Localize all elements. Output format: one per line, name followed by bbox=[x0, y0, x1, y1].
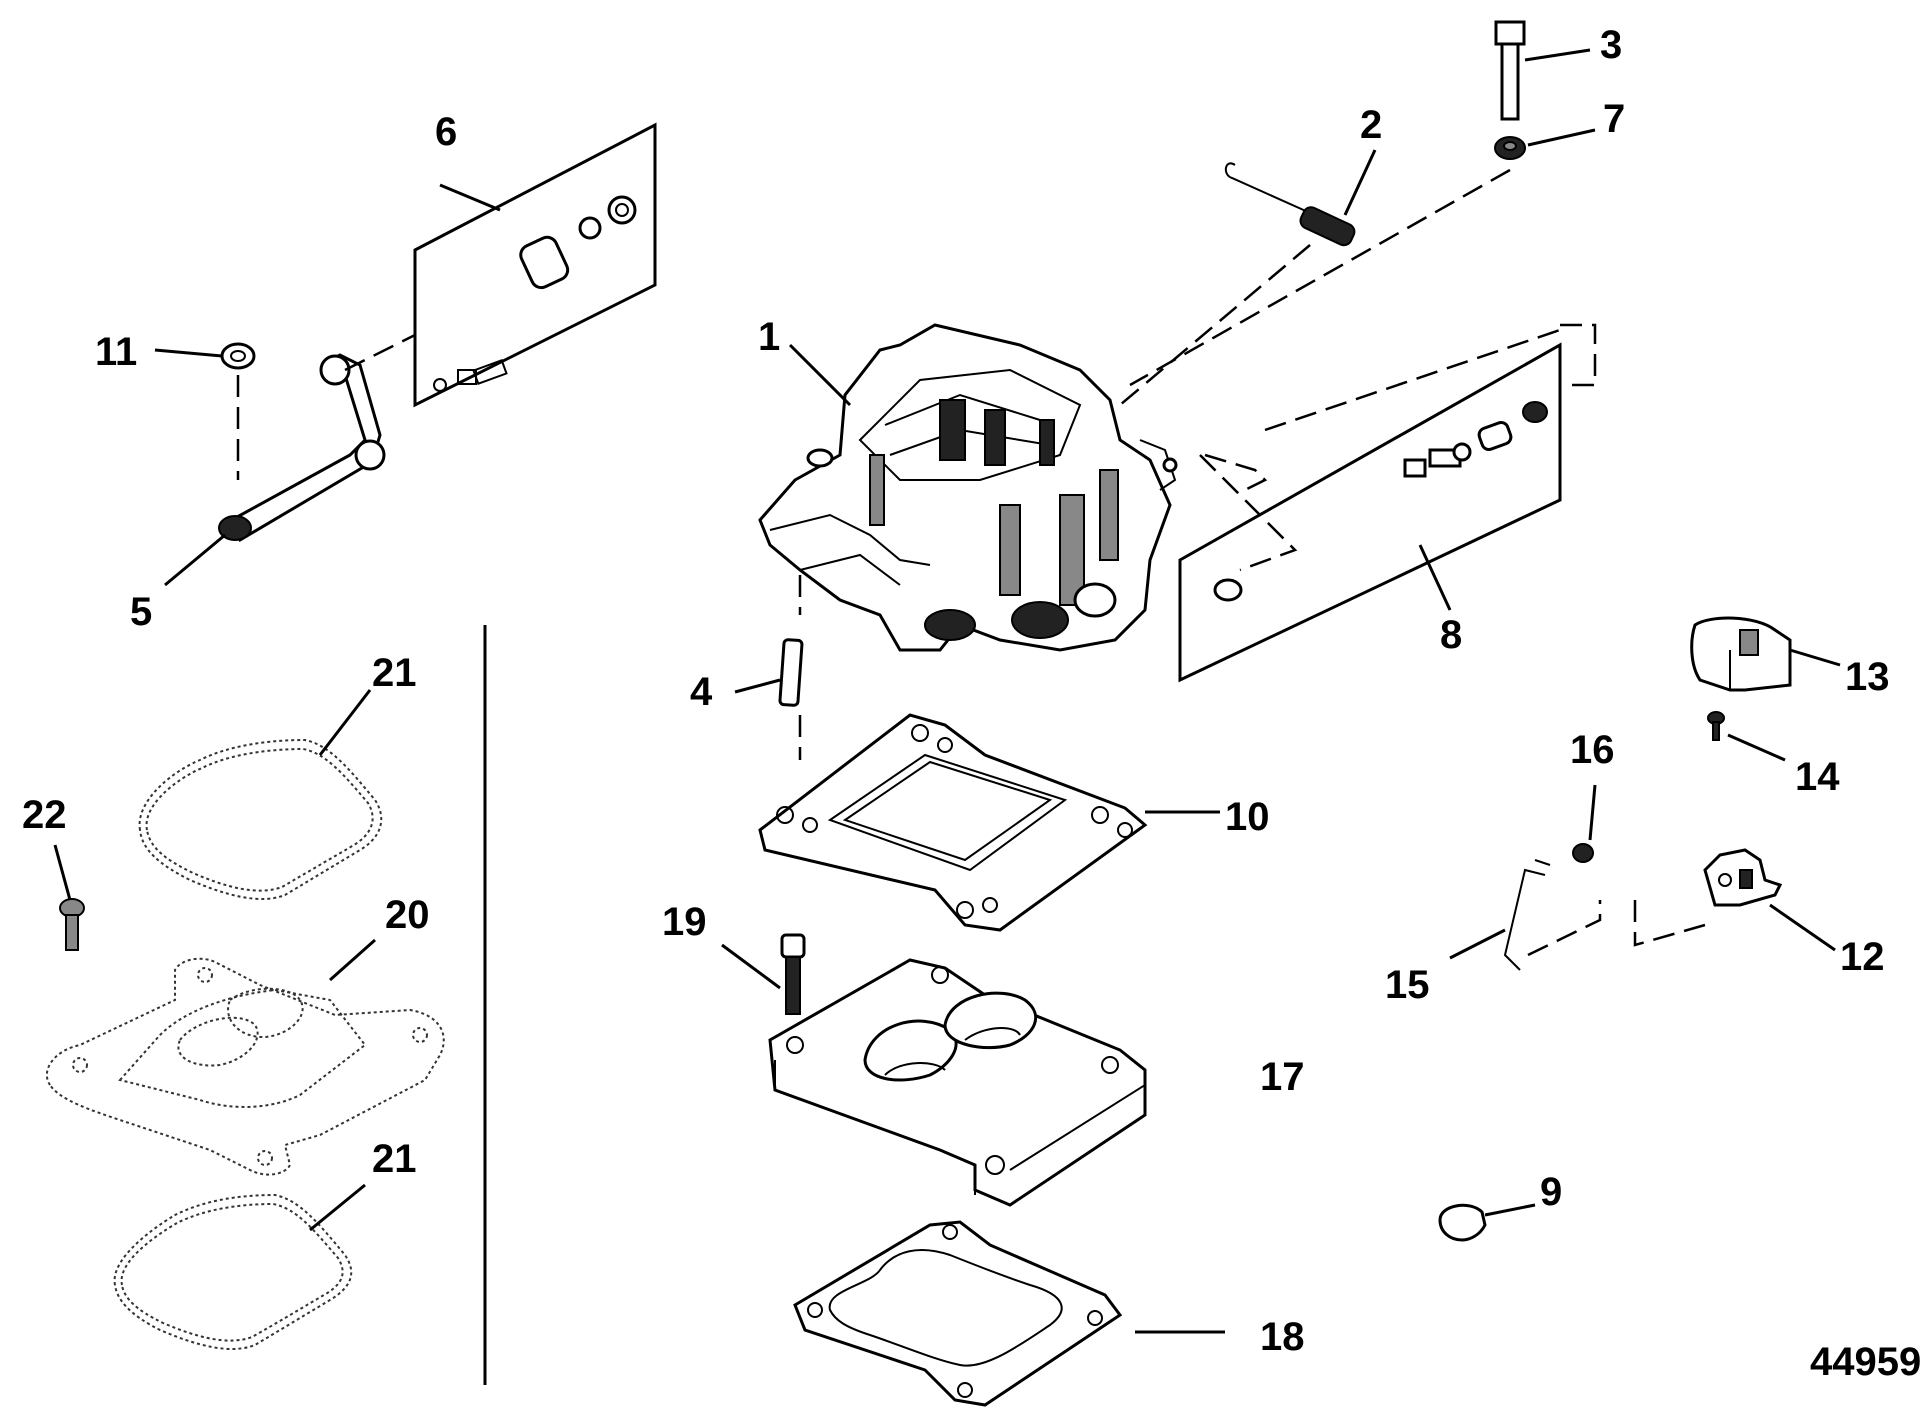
callout-8: 8 bbox=[1440, 613, 1462, 657]
part-11-nut bbox=[220, 342, 256, 370]
part-12-bracket bbox=[1703, 848, 1783, 907]
leader-lines bbox=[53, 48, 1841, 1334]
part-21-gasket-lower bbox=[113, 1193, 353, 1351]
part-6-fitting-kit-panel bbox=[413, 122, 657, 408]
part-7-nut bbox=[1494, 136, 1526, 160]
callout-11: 11 bbox=[95, 330, 137, 374]
part-20-spacer bbox=[45, 957, 445, 1176]
callout-1: 1 bbox=[758, 315, 780, 359]
part-8-fitting-kit-panel bbox=[1178, 342, 1562, 683]
part-22-screw bbox=[59, 898, 85, 951]
part-13-switch bbox=[1690, 616, 1792, 692]
part-1-carburetor bbox=[758, 323, 1178, 652]
part-16-nut bbox=[1572, 843, 1594, 863]
callout-15: 15 bbox=[1385, 963, 1430, 1007]
part-10-gasket bbox=[758, 713, 1148, 932]
part-4-stud bbox=[778, 638, 804, 707]
part-3-bolt bbox=[1494, 20, 1526, 121]
callout-3: 3 bbox=[1600, 23, 1622, 67]
callout-17: 17 bbox=[1260, 1055, 1305, 1099]
part-14-screw bbox=[1707, 711, 1725, 741]
part-15-link-rod bbox=[1503, 859, 1551, 971]
figure-id: 44959 bbox=[1810, 1340, 1921, 1384]
callout-14: 14 bbox=[1795, 755, 1840, 799]
part-9-plug bbox=[1438, 1203, 1487, 1242]
callout-18: 18 bbox=[1260, 1315, 1305, 1359]
callout-20: 20 bbox=[385, 893, 430, 937]
callout-6: 6 bbox=[435, 110, 457, 154]
part-18-gasket bbox=[793, 1220, 1123, 1407]
callout-5: 5 bbox=[130, 590, 152, 634]
callout-7: 7 bbox=[1603, 97, 1625, 141]
part-21-gasket-upper bbox=[138, 738, 383, 901]
callout-21-lower: 21 bbox=[372, 1137, 417, 1181]
callout-21-upper: 21 bbox=[372, 651, 417, 695]
callout-13: 13 bbox=[1845, 655, 1890, 699]
part-17-carburetor-spacer bbox=[768, 958, 1147, 1207]
callout-9: 9 bbox=[1540, 1170, 1562, 1214]
callout-22: 22 bbox=[22, 793, 67, 837]
callout-16: 16 bbox=[1570, 728, 1615, 772]
part-5-throttle-lever bbox=[218, 353, 386, 543]
callout-4: 4 bbox=[690, 670, 713, 714]
callout-2: 2 bbox=[1360, 103, 1382, 147]
callout-19: 19 bbox=[662, 900, 707, 944]
part-19-screw bbox=[780, 933, 806, 1015]
part-2-return-spring bbox=[1224, 162, 1356, 247]
callout-12: 12 bbox=[1840, 935, 1885, 979]
callout-10: 10 bbox=[1225, 795, 1270, 839]
